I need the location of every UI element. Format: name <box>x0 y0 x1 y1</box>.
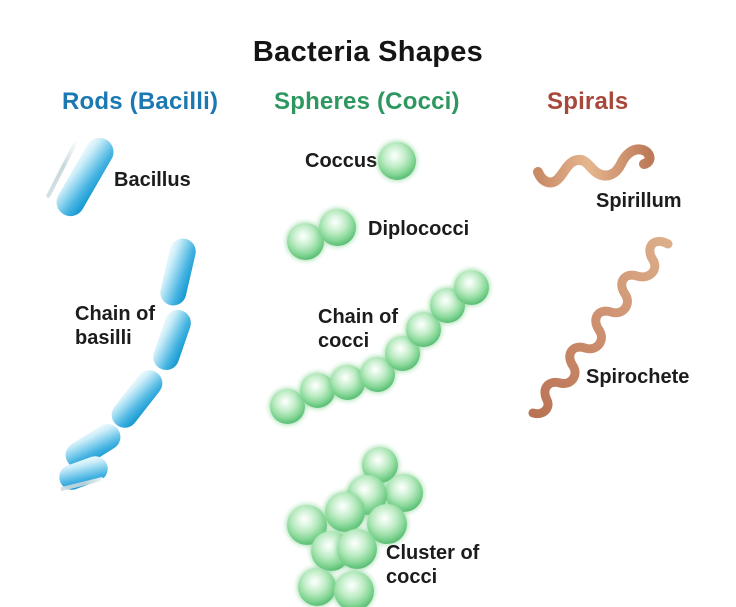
cocci-cluster-sphere <box>298 568 336 606</box>
bacilli-chain-rod <box>157 235 199 309</box>
cocci-chain-sphere <box>270 389 305 424</box>
cocci-cluster-sphere <box>325 492 365 532</box>
spirochete-label: Spirochete <box>586 366 690 388</box>
spirochete-wave-path <box>528 236 673 419</box>
chain-of-cocci-label: Chain of cocci <box>318 306 398 352</box>
bacilli-chain-rod <box>106 364 168 434</box>
bacillus-label: Bacillus <box>114 169 191 191</box>
cocci-chain-sphere <box>330 365 365 400</box>
diplococci-sphere <box>319 209 356 246</box>
column-header-spirals: Spirals <box>547 88 629 115</box>
spirillum-label: Spirillum <box>596 190 682 212</box>
spirillum-shape <box>533 144 655 188</box>
bacillus-rod-shape <box>51 132 119 222</box>
cluster-of-cocci-label: Cluster of cocci <box>386 542 480 588</box>
coccus-sphere <box>378 142 416 180</box>
cocci-cluster-sphere <box>334 571 374 607</box>
spirochete-shape <box>528 236 673 419</box>
column-header-spheres: Spheres (Cocci) <box>274 88 460 115</box>
coccus-label: Coccus <box>305 150 378 172</box>
chain-of-basilli-label: Chain of basilli <box>75 303 155 349</box>
spirillum-wave-path <box>533 144 655 188</box>
page-title: Bacteria Shapes <box>252 36 484 68</box>
cocci-cluster-sphere <box>337 529 377 569</box>
column-header-rods: Rods (Bacilli) <box>62 88 219 115</box>
cocci-chain-sphere <box>454 270 489 305</box>
diplococci-label: Diplococci <box>368 218 470 240</box>
diplococci-sphere <box>287 223 324 260</box>
cocci-chain-sphere <box>300 373 335 408</box>
